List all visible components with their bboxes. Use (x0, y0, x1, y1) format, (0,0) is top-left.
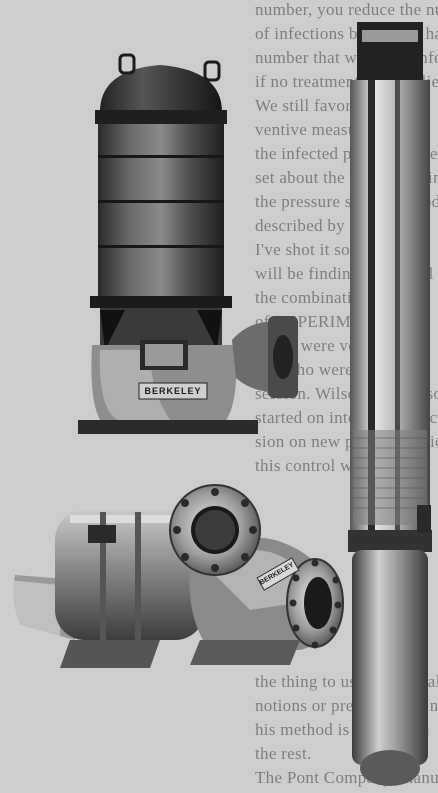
background-text-line: the rest. (255, 744, 312, 763)
background-text-line: number, you reduce the number (255, 0, 438, 19)
vertical-pump (78, 53, 298, 434)
brand-label: BERKELEY (144, 386, 202, 396)
submersible-pump (348, 22, 432, 786)
horizontal-pump (7, 484, 344, 668)
